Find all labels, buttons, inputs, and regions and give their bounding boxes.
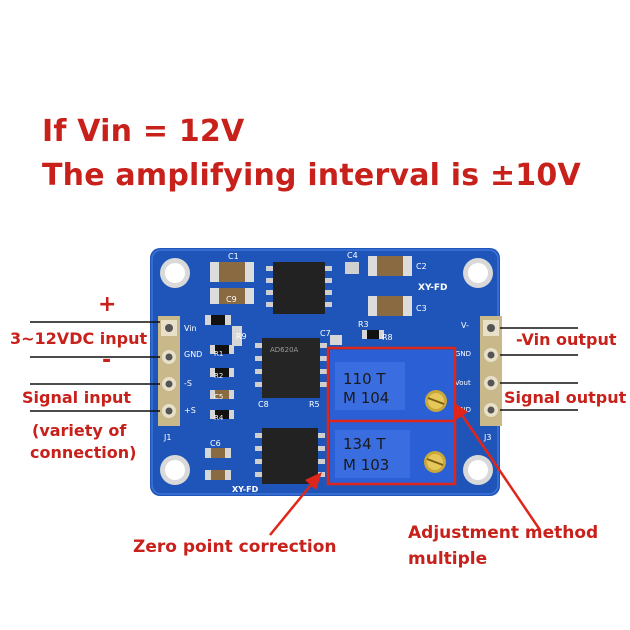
minus-sign: - <box>102 348 112 373</box>
zero-point-label: Zero point correction <box>133 537 337 557</box>
variety-label-line1: (variety of <box>32 421 127 440</box>
smd-capacitors-top <box>210 256 412 316</box>
chip-marking: AD620A <box>270 346 299 354</box>
pot2-marking-line1: 134 T <box>343 435 386 453</box>
ref-c7: C7 <box>320 329 331 338</box>
ref-r8: R8 <box>382 333 393 342</box>
pin-label-gnd-left: GND <box>184 350 202 359</box>
power-input-label: 3~12VDC input <box>10 329 148 348</box>
pot1-marking-line2: M 104 <box>343 389 389 407</box>
ref-r3: R3 <box>358 320 369 329</box>
ref-c8: C8 <box>258 400 269 409</box>
ref-c4: C4 <box>347 251 358 260</box>
pin-label-v-minus: V- <box>461 321 469 330</box>
right-header <box>480 316 502 426</box>
adjustment-arrow <box>453 402 542 531</box>
zero-point-arrow <box>269 472 322 536</box>
right-callout-lines <box>500 327 578 411</box>
pot1-marking-line1: 110 T <box>343 370 386 388</box>
pot2-marking-line2: M 103 <box>343 456 389 474</box>
ref-c2: C2 <box>416 262 427 271</box>
vin-output-label: -Vin output <box>516 330 617 349</box>
ic-amplifier: AD620A <box>255 338 327 398</box>
j3-label: J3 <box>483 433 491 442</box>
ic-lower <box>255 428 325 484</box>
plus-sign: + <box>98 292 117 317</box>
model-label-top: XY-FD <box>418 283 448 293</box>
pot-highlight-box <box>326 346 457 486</box>
left-callout-lines <box>30 321 160 412</box>
ref-c3: C3 <box>416 304 427 313</box>
ref-r5: R5 <box>309 400 320 409</box>
pin-label-vout: Vout <box>455 379 471 387</box>
potentiometer-zero: 134 T M 103 <box>330 422 455 484</box>
pin-label-minus-s: -S <box>184 379 192 388</box>
pin-label-plus-s: +S <box>184 406 196 415</box>
signal-input-label: Signal input <box>22 388 132 407</box>
left-header <box>158 316 180 426</box>
pin-label-vin: Vin <box>184 324 197 333</box>
ref-c9: C9 <box>226 295 237 304</box>
pin-label-gnd-right-1: GND <box>455 350 471 358</box>
signal-output-label: Signal output <box>504 388 627 407</box>
headline-line-1: If Vin = 12V <box>42 114 245 149</box>
mounting-holes <box>160 258 493 485</box>
variety-label-line2: connection) <box>30 443 137 462</box>
adjustment-label-line2: multiple <box>408 549 488 569</box>
ref-r4: R4 <box>214 414 224 422</box>
adjustment-label-line1: Adjustment method <box>408 523 599 543</box>
j1-label: J1 <box>163 433 171 442</box>
headline-line-2: The amplifying interval is ±10V <box>42 158 581 193</box>
ref-c1: C1 <box>228 252 239 261</box>
smd-passives-left <box>205 315 384 480</box>
ref-r2: R2 <box>214 372 223 380</box>
model-label-bottom: XY-FD <box>232 485 259 494</box>
potentiometer-gain: 110 T M 104 <box>330 350 455 420</box>
ref-r1: R1 <box>214 350 223 358</box>
ref-c5: C5 <box>214 393 223 401</box>
ic-top <box>266 262 332 314</box>
ref-c6: C6 <box>210 439 221 448</box>
ref-r9: R9 <box>236 332 247 341</box>
